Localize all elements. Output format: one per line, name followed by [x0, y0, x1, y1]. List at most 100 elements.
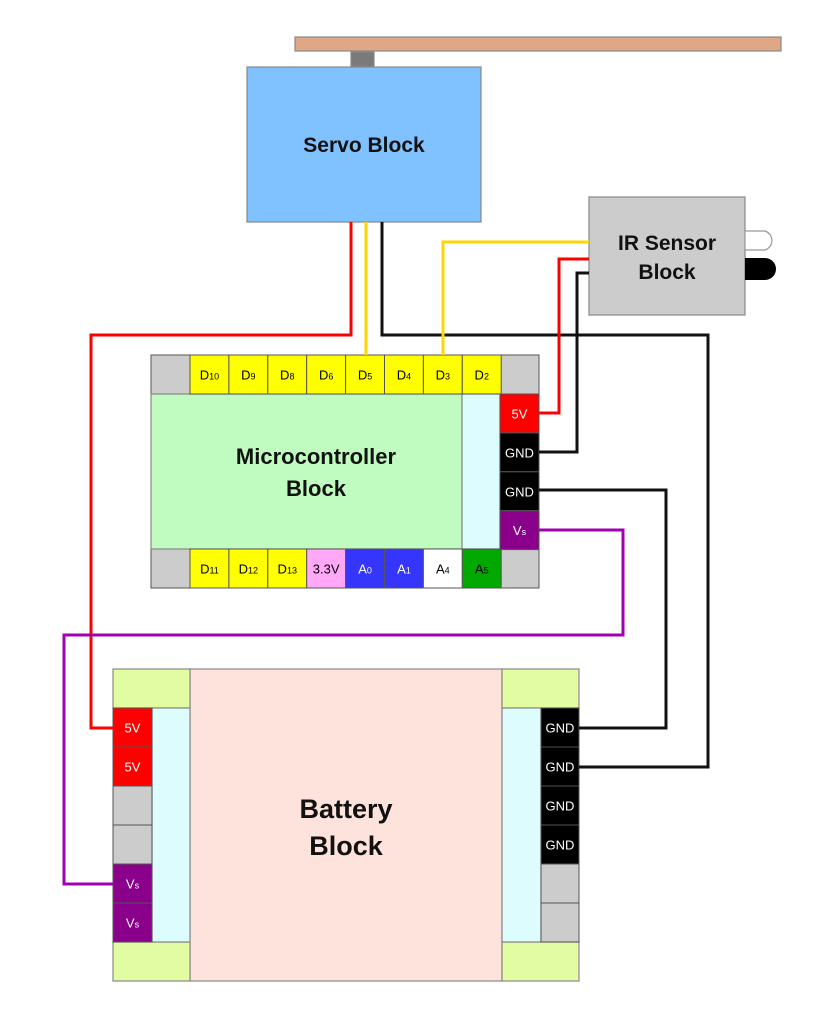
pin-label: 5V: [512, 406, 528, 421]
pin-vs[interactable]: Vs: [112, 863, 153, 904]
pin-label: A0: [358, 562, 372, 577]
servo-arm: [294, 36, 782, 52]
ir-receiver-led-icon: [745, 258, 776, 280]
pin-a1[interactable]: A1: [384, 548, 424, 589]
pin-cell: [228, 548, 269, 589]
servo-title: Servo Block: [303, 134, 425, 157]
pin-label: GND: [505, 484, 534, 499]
mcu-body: [150, 393, 463, 550]
pin-label: GND: [546, 799, 575, 814]
battery-title-line1: Battery: [299, 794, 392, 824]
pin-a5[interactable]: A5: [461, 548, 502, 589]
pin-label: 5V: [125, 721, 141, 736]
pin-a0[interactable]: A0: [345, 548, 386, 589]
pin-label: 5V: [125, 760, 141, 775]
battery-right-header-strip: [501, 707, 542, 943]
pin-label: GND: [546, 721, 575, 736]
pin-gnd[interactable]: GND: [499, 432, 540, 473]
battery-corner-bottom-left: [112, 941, 191, 982]
pin-gnd[interactable]: GND: [540, 785, 580, 826]
wire-mcu-gnd-to-battery-gnd[interactable]: [539, 488, 668, 730]
pin-d11[interactable]: D11: [189, 548, 230, 589]
pin-empty[interactable]: [540, 902, 580, 943]
mcu-header-strip: [461, 393, 501, 550]
pin-label: D10: [200, 368, 219, 383]
wires: [62, 222, 710, 886]
pin-cell: [267, 354, 308, 395]
pin-gnd[interactable]: GND: [540, 707, 580, 748]
battery-body: [189, 668, 503, 982]
pin-a4[interactable]: A4: [422, 548, 463, 589]
battery-left-header-strip: [151, 707, 191, 943]
pin-cell: [306, 548, 347, 589]
pin-gnd[interactable]: GND: [540, 824, 580, 865]
pin-d6[interactable]: D6: [306, 354, 347, 395]
mcu-corner-bottom-left: [150, 548, 191, 589]
wire-ir-signal-to-mcu-d3[interactable]: [441, 240, 589, 355]
pin-cell: [345, 548, 386, 589]
pin-label: GND: [546, 838, 575, 853]
pin-d13[interactable]: D13: [267, 548, 308, 589]
pin-label: D3: [436, 368, 450, 383]
wire-servo-ground-to-battery-gnd[interactable]: [380, 222, 710, 769]
pin-cell: [422, 548, 463, 589]
wire-servo-power-to-battery-5v[interactable]: [89, 222, 353, 730]
pin-label: GND: [546, 760, 575, 775]
pin-d4[interactable]: D4: [384, 354, 424, 395]
pin-33v[interactable]: 3.3V: [306, 548, 347, 589]
pin-d10[interactable]: D10: [189, 354, 230, 395]
pin-label: D4: [397, 368, 411, 383]
pin-empty[interactable]: [112, 785, 153, 826]
pin-cell: [112, 785, 153, 826]
pin-vs[interactable]: Vs: [112, 902, 153, 943]
pin-cell: [345, 354, 386, 395]
ir-sensor-block[interactable]: IR Sensor Block: [588, 196, 776, 316]
battery-right-pin-column: GND GND GND GND: [540, 707, 580, 943]
pin-d12[interactable]: D12: [228, 548, 269, 589]
pin-gnd[interactable]: GND: [540, 746, 580, 787]
pin-cell: [499, 393, 540, 434]
pin-cell: [540, 707, 580, 748]
pin-label: A4: [436, 562, 450, 577]
pin-cell: [384, 548, 424, 589]
pin-cell: [112, 824, 153, 865]
battery-corner-top-right: [501, 668, 580, 709]
servo-block[interactable]: Servo Block: [246, 66, 482, 223]
pin-empty[interactable]: [540, 863, 580, 904]
wire-ir-power-to-mcu-5v[interactable]: [539, 257, 589, 415]
pin-cell: [540, 746, 580, 787]
mcu-title-line2: Block: [286, 476, 347, 501]
pin-cell: [112, 746, 153, 787]
ir-sensor-title-line2: Block: [638, 261, 696, 284]
mcu-corner-bottom-right: [499, 548, 540, 589]
pin-d9[interactable]: D9: [228, 354, 269, 395]
pin-empty[interactable]: [112, 824, 153, 865]
pin-d8[interactable]: D8: [267, 354, 308, 395]
pin-d3[interactable]: D3: [422, 354, 463, 395]
pin-label: A5: [475, 562, 489, 577]
pin-vs[interactable]: Vs: [499, 510, 540, 551]
pin-cell: [540, 785, 580, 826]
battery-title-line2: Block: [309, 831, 384, 861]
battery-corner-top-left: [112, 668, 191, 709]
pin-d2[interactable]: D2: [461, 354, 502, 395]
pin-cell: [228, 354, 269, 395]
pin-gnd[interactable]: GND: [499, 471, 540, 512]
wire-mcu-vs-to-battery-vs[interactable]: [62, 528, 625, 886]
servo-body: [246, 66, 482, 223]
ir-sensor-title-line1: IR Sensor: [618, 232, 716, 255]
pin-cell: [189, 548, 230, 589]
pin-cell: [384, 354, 424, 395]
mcu-title-line1: Microcontroller: [236, 444, 397, 469]
pin-5v[interactable]: 5V: [112, 707, 153, 748]
wire-ir-ground-to-mcu-gnd[interactable]: [539, 271, 589, 454]
ir-emitter-led-icon: [744, 230, 773, 251]
pin-d5[interactable]: D5: [345, 354, 386, 395]
pin-cell: [499, 471, 540, 512]
pin-5v[interactable]: 5V: [499, 393, 540, 434]
pin-5v[interactable]: 5V: [112, 746, 153, 787]
